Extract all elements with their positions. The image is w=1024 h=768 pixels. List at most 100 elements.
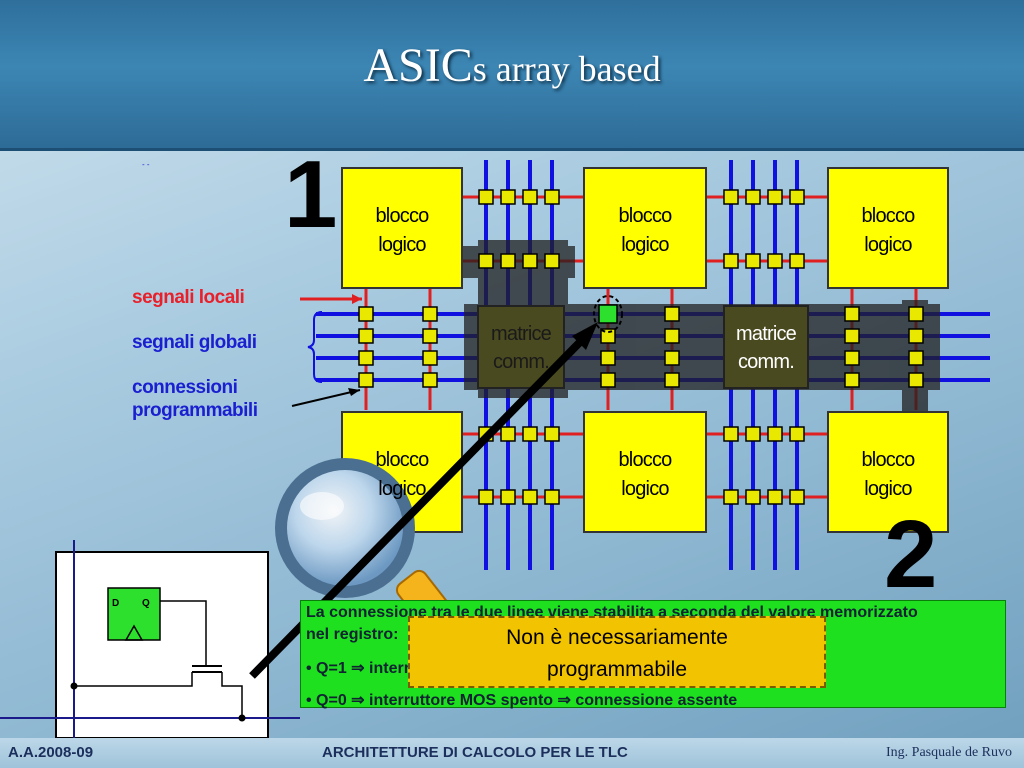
switch-square [358,372,374,388]
switch-square [767,189,783,205]
footer-course: ARCHITETTURE DI CALCOLO PER LE TLC [322,744,628,761]
footer-bar [0,738,1024,768]
flip-flop-box [107,587,161,641]
connections-arrow [291,389,361,407]
block-6-line1: blocco [861,449,915,471]
switch-square [478,189,494,205]
switch-square [500,489,516,505]
switch-square [522,253,538,269]
block-6-line2: logico [864,478,912,500]
logic-block-3 [827,167,949,289]
block-4-line1: blocco [375,449,429,471]
matrix-2-line2: comm. [738,351,794,373]
switch-square [745,489,761,505]
switch-square [844,306,860,322]
footer-year: A.A.2008-09 [8,744,94,761]
switch-square [358,306,374,322]
switch-matrix-2 [723,305,809,389]
block-4-line2: logico [378,478,426,500]
switch-square [745,189,761,205]
logic-block-1 [341,167,463,289]
switch-square [500,189,516,205]
switch-square [723,426,739,442]
block-2-line2: logico [621,234,669,256]
explanation-line4: • Q=0 ⇒ interruttore MOS spento ⇒ connes… [306,692,738,709]
label-connections-line2: programmabili [132,400,258,421]
switch-square [358,328,374,344]
switch-square [767,253,783,269]
switch-square [908,350,924,366]
marker-one: 1 [284,141,338,248]
switch-square [422,372,438,388]
switch-square [600,372,616,388]
switch-square [422,350,438,366]
switch-square [522,426,538,442]
label-global-signals: segnali globali [132,332,257,353]
switch-square [358,350,374,366]
switch-square [908,306,924,322]
switch-square [745,253,761,269]
decorative-dash: - - [142,160,150,169]
switch-square [664,372,680,388]
switch-square [723,489,739,505]
switch-square [908,328,924,344]
ff-d-label: D [112,598,119,609]
note-box: Non è necessariamente programmabile [408,616,826,688]
block-3-line1: blocco [861,205,915,227]
switch-square [478,253,494,269]
block-1-line2: logico [378,234,426,256]
switch-square [422,306,438,322]
switch-square [500,253,516,269]
switch-square [500,426,516,442]
switch-square [844,328,860,344]
switch-square [544,426,560,442]
title-rest: s array based [472,49,661,89]
pointer-arrow-head [572,322,598,350]
block-2-line1: blocco [618,205,672,227]
matrix-1-line1: matrice [491,323,552,345]
switch-square [600,328,616,344]
block-3-line2: logico [864,234,912,256]
ff-q-label: Q [142,598,150,609]
programmable-switches [358,189,924,505]
matrix-2-line1: matrice [736,323,797,345]
title-bar [0,0,1024,151]
label-local-signals: segnali locali [132,287,245,308]
logic-blocks [341,167,949,533]
block-1-line1: blocco [375,205,429,227]
switch-square [908,372,924,388]
highlighted-switch [598,304,618,324]
highlighted-switch-ring [593,295,623,333]
switch-square [745,426,761,442]
switch-square [522,189,538,205]
local-signal-arrow-head [352,294,362,304]
switch-square [544,189,560,205]
switch-square [478,489,494,505]
switch-square [767,426,783,442]
switch-square [789,489,805,505]
switch-square [844,350,860,366]
switch-square [723,253,739,269]
switch-square [600,350,616,366]
switch-square [767,489,783,505]
switch-square [664,306,680,322]
block-5-line2: logico [621,478,669,500]
explanation-line2: nel registro: [306,626,399,643]
marker-two: 2 [884,501,938,608]
logic-block-2 [583,167,707,289]
switch-square [422,328,438,344]
title-main: ASIC [363,39,473,92]
label-connections-line1: connessioni [132,377,238,398]
switch-square [664,350,680,366]
logic-block-6 [827,411,949,533]
note-line2: programmabile [546,658,688,681]
switch-square [544,253,560,269]
switch-square [664,328,680,344]
global-signals-brace [307,311,323,383]
switch-square [789,253,805,269]
label-programmable-connections: connessioni programmabili [132,376,258,422]
connections-arrow-head [348,388,360,396]
switch-matrices [477,305,809,389]
note-line1: Non è necessariamente [506,626,728,649]
register-schematic: D Q [0,540,300,739]
